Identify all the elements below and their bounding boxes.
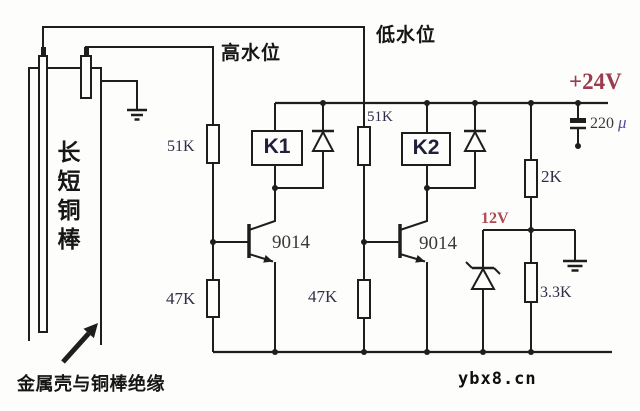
capacitor-220u <box>570 103 586 146</box>
short-copper-rod <box>80 47 92 99</box>
capacitor-value-number: 220 <box>590 115 614 132</box>
capacitor-value-unit: μ <box>618 113 627 132</box>
relay-k2-label: K2 <box>412 136 440 159</box>
transistor-q2-label: 9014 <box>419 233 457 254</box>
resistor-47k-left-value: 47K <box>166 289 196 308</box>
high-water-sense-wire <box>85 46 214 125</box>
resistor-47k-right-value: 47K <box>308 287 338 306</box>
resistor-2k-value: 2K <box>541 167 562 186</box>
resistor-3k3 <box>524 262 538 352</box>
shell-pointer-arrow <box>61 323 98 364</box>
metal-shell <box>28 67 102 345</box>
rail-24v-label: +24V <box>569 69 622 94</box>
copper-rod-caption: 长短铜棒 <box>57 139 81 252</box>
long-copper-rod <box>38 47 48 333</box>
resistor-47k-right <box>357 279 371 352</box>
high-water-label: 高水位 <box>221 43 282 64</box>
resistor-51k-left <box>206 124 220 280</box>
relay-k1-box <box>251 103 303 188</box>
low-water-label: 低水位 <box>376 25 437 46</box>
shell-insulation-note: 金属壳与铜棒绝缘 <box>17 374 165 394</box>
ground-symbol-shell <box>127 108 147 121</box>
diode-d1 <box>275 103 335 189</box>
relay-k1-label: K1 <box>263 135 291 158</box>
resistor-51k-right-value: 51K <box>367 109 393 125</box>
transistor-q1-label: 9014 <box>272 232 310 253</box>
diode-d2 <box>427 103 487 189</box>
transistor-q1 <box>213 188 276 352</box>
resistor-3k3-value: 3.3K <box>540 284 572 301</box>
resistor-47k-left <box>206 279 220 352</box>
resistor-2k <box>524 103 538 263</box>
shell-ground-wire <box>101 80 138 110</box>
transistor-q2 <box>364 188 428 352</box>
junction-dots <box>210 100 581 355</box>
resistor-51k-right <box>357 126 371 280</box>
ground-symbol-right <box>563 230 587 272</box>
zener-12v-label: 12V <box>481 210 509 227</box>
low-water-sense-wire <box>42 26 365 127</box>
relay-k2-box <box>401 103 451 188</box>
resistor-51k-left-value: 51K <box>167 138 195 155</box>
watermark-text: ybx8.cn <box>458 369 537 389</box>
